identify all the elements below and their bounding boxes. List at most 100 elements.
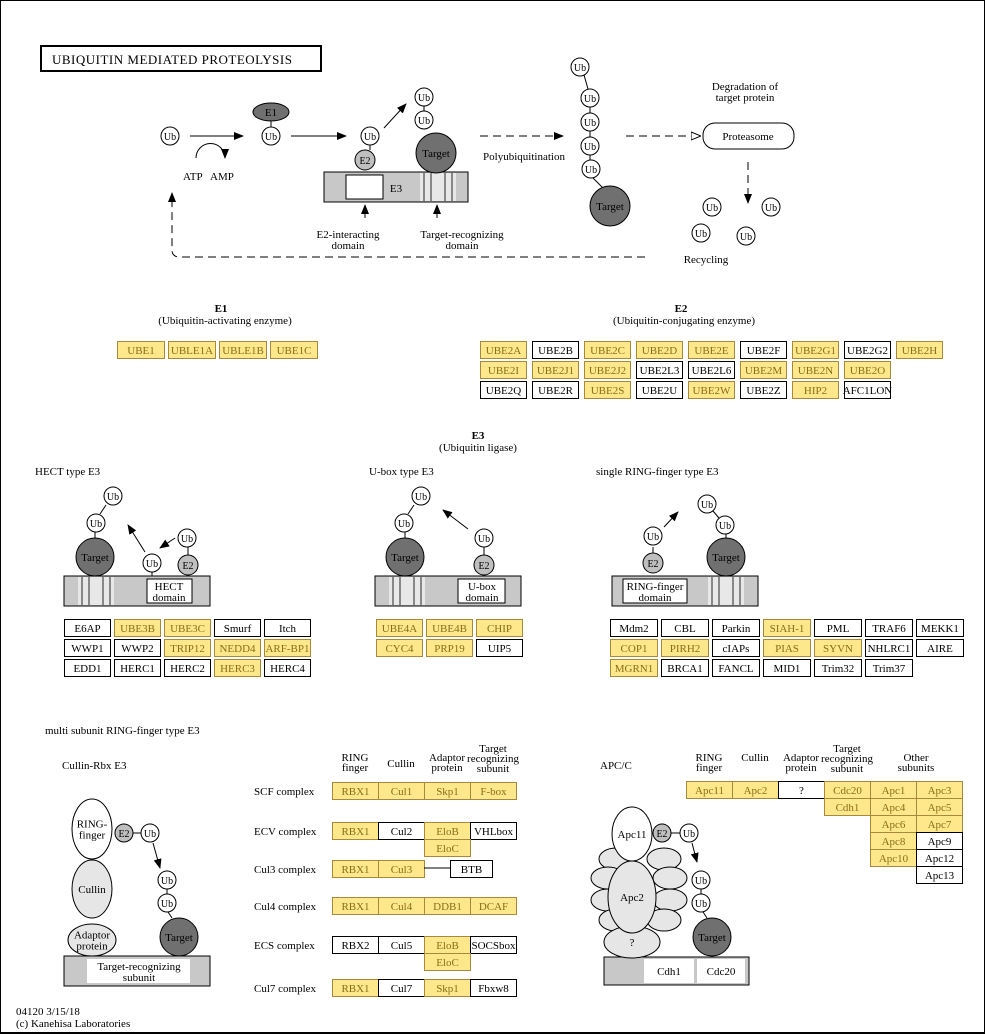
gene-rect[interactable]: [688, 341, 735, 359]
gene-box-ube2d[interactable]: UBE2D: [636, 341, 683, 359]
gene-box-eloc[interactable]: EloC: [424, 953, 471, 971]
gene-rect[interactable]: [214, 659, 261, 677]
gene-box-prp19[interactable]: PRP19: [426, 639, 473, 657]
gene-box-mgrn1[interactable]: MGRN1: [610, 659, 658, 677]
gene-box-apc1[interactable]: Apc1: [870, 781, 917, 799]
gene-box-e6ap[interactable]: E6AP: [64, 619, 111, 637]
gene-box-uble1a[interactable]: UBLE1A: [168, 341, 216, 359]
gene-box-herc2[interactable]: HERC2: [164, 659, 211, 677]
gene-rect[interactable]: [584, 341, 631, 359]
gene-rect[interactable]: [661, 639, 709, 657]
gene-rect[interactable]: [844, 361, 891, 379]
gene-box-ube2q[interactable]: UBE2Q: [480, 381, 527, 399]
gene-box-uble1b[interactable]: UBLE1B: [219, 341, 267, 359]
gene-rect[interactable]: [636, 341, 683, 359]
gene-rect[interactable]: [763, 659, 811, 677]
gene-rect[interactable]: [532, 341, 579, 359]
gene-box-ube2w[interactable]: UBE2W: [688, 381, 735, 399]
gene-rect[interactable]: [164, 619, 211, 637]
gene-rect[interactable]: [814, 659, 862, 677]
gene-box-rbx1[interactable]: RBX1: [332, 860, 379, 878]
gene-box-ube4b[interactable]: UBE4B: [426, 619, 473, 637]
gene-rect[interactable]: [470, 782, 517, 800]
gene-box-ciaps[interactable]: cIAPs: [712, 639, 760, 657]
gene-box-ube1c[interactable]: UBE1C: [270, 341, 318, 359]
gene-box-ddb1[interactable]: DDB1: [424, 897, 471, 915]
gene-box-nhlrc1[interactable]: NHLRC1: [865, 639, 913, 657]
gene-box-cul2[interactable]: Cul2: [378, 822, 425, 840]
gene-box-ube2m[interactable]: UBE2M: [740, 361, 787, 379]
gene-rect[interactable]: [532, 361, 579, 379]
gene-rect[interactable]: [792, 381, 839, 399]
gene-box-ube3b[interactable]: UBE3B: [114, 619, 161, 637]
gene-rect[interactable]: [636, 381, 683, 399]
gene-rect[interactable]: [117, 341, 165, 359]
gene-box-skp1[interactable]: Skp1: [424, 979, 471, 997]
gene-rect[interactable]: [636, 361, 683, 379]
gene-box-ube2z[interactable]: UBE2Z: [740, 381, 787, 399]
gene-rect[interactable]: [916, 619, 964, 637]
gene-rect[interactable]: [264, 619, 311, 637]
gene-box-wwp1[interactable]: WWP1: [64, 639, 111, 657]
gene-rect[interactable]: [450, 860, 493, 878]
gene-box-cdc20[interactable]: Cdc20: [824, 781, 871, 799]
gene-box-ube2l6[interactable]: UBE2L6: [688, 361, 735, 379]
gene-box-pml[interactable]: PML: [814, 619, 862, 637]
gene-rect[interactable]: [584, 361, 631, 379]
gene-box-ube2j1[interactable]: UBE2J1: [532, 361, 579, 379]
gene-box-chip[interactable]: CHIP: [476, 619, 523, 637]
gene-rect[interactable]: [219, 341, 267, 359]
gene-box-cul5[interactable]: Cul5: [378, 936, 425, 954]
gene-box-siah1[interactable]: SIAH-1: [763, 619, 811, 637]
gene-box-ube2o[interactable]: UBE2O: [844, 361, 891, 379]
gene-rect[interactable]: [712, 619, 760, 637]
gene-rect[interactable]: [896, 341, 943, 359]
gene-rect[interactable]: [844, 341, 891, 359]
gene-box-ube2l3[interactable]: UBE2L3: [636, 361, 683, 379]
gene-rect[interactable]: [792, 341, 839, 359]
gene-box-mid1[interactable]: MID1: [763, 659, 811, 677]
gene-box-mekk1[interactable]: MEKK1: [916, 619, 964, 637]
gene-box-ube2g2[interactable]: UBE2G2: [844, 341, 891, 359]
gene-box-ube2c[interactable]: UBE2C: [584, 341, 631, 359]
gene-box-ube4a[interactable]: UBE4A: [376, 619, 423, 637]
gene-rect[interactable]: [214, 639, 261, 657]
gene-box-fancl[interactable]: FANCL: [712, 659, 760, 677]
gene-box-dcaf[interactable]: DCAF: [470, 897, 517, 915]
gene-rect[interactable]: [740, 361, 787, 379]
gene-rect[interactable]: [424, 839, 471, 857]
gene-box-apc7[interactable]: Apc7: [916, 815, 963, 833]
gene-rect[interactable]: [470, 936, 517, 954]
gene-box-apc5[interactable]: Apc5: [916, 798, 963, 816]
gene-box-apc2[interactable]: Apc2: [732, 781, 779, 799]
gene-box-apc4[interactable]: Apc4: [870, 798, 917, 816]
gene-box-rbx2[interactable]: RBX2: [332, 936, 379, 954]
gene-box-ube2s[interactable]: UBE2S: [584, 381, 631, 399]
gene-box-pias[interactable]: PIAS: [763, 639, 811, 657]
gene-box-ube2h[interactable]: UBE2H: [896, 341, 943, 359]
gene-box-nedd4[interactable]: NEDD4: [214, 639, 261, 657]
gene-box-pirh2[interactable]: PIRH2: [661, 639, 709, 657]
gene-rect[interactable]: [712, 659, 760, 677]
gene-box-fbxw8[interactable]: Fbxw8: [470, 979, 517, 997]
gene-rect[interactable]: [376, 639, 423, 657]
gene-rect[interactable]: [865, 659, 913, 677]
gene-rect[interactable]: [610, 639, 658, 657]
gene-box-fbox[interactable]: F-box: [470, 782, 517, 800]
gene-rect[interactable]: [814, 639, 862, 657]
gene-box-herc1[interactable]: HERC1: [114, 659, 161, 677]
gene-box-edd1[interactable]: EDD1: [64, 659, 111, 677]
gene-box-ube2e[interactable]: UBE2E: [688, 341, 735, 359]
gene-rect[interactable]: [688, 381, 735, 399]
gene-box-apc6[interactable]: Apc6: [870, 815, 917, 833]
gene-rect[interactable]: [214, 619, 261, 637]
gene-box-ube1[interactable]: UBE1: [117, 341, 165, 359]
gene-rect[interactable]: [610, 619, 658, 637]
gene-box-apc9[interactable]: Apc9: [916, 832, 963, 850]
gene-rect[interactable]: [270, 341, 318, 359]
gene-box-aire[interactable]: AIRE: [916, 639, 964, 657]
gene-rect[interactable]: [264, 639, 311, 657]
gene-rect[interactable]: [480, 381, 527, 399]
gene-box-syvn[interactable]: SYVN: [814, 639, 862, 657]
gene-box-apc8[interactable]: Apc8: [870, 832, 917, 850]
